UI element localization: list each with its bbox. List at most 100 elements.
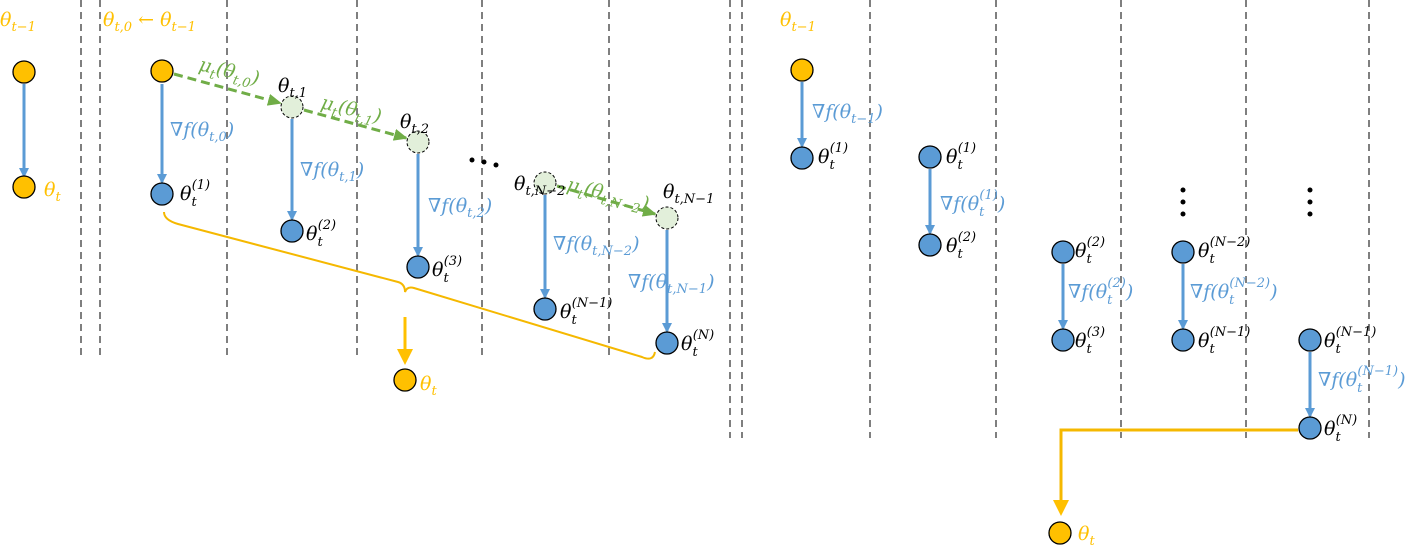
math-label: θt,N−2​ <box>514 173 565 199</box>
label-text: ← θ <box>132 9 172 31</box>
label-superscript: (N−2) <box>1229 276 1270 291</box>
label-text: ) <box>1125 281 1133 303</box>
label-subscript: t−1 <box>851 112 875 127</box>
label-subscript: t,N−2 <box>592 244 632 259</box>
math-label: ∇f(θt(1)​) <box>940 188 1005 220</box>
label-text: θ <box>514 173 526 195</box>
label-subscript: t <box>571 313 577 328</box>
label-text: θ <box>180 183 192 205</box>
math-label: θt(2)​ <box>946 230 976 262</box>
label-text: ) <box>875 101 883 123</box>
vertical-ellipsis-dot <box>1180 211 1186 217</box>
parameter-node <box>790 58 814 82</box>
label-superscript: (N−1) <box>1336 325 1377 340</box>
label-text: θ <box>420 373 432 395</box>
label-subscript: t <box>957 247 963 262</box>
parameter-node <box>150 59 174 83</box>
ellipsis-dot <box>481 159 487 165</box>
math-label: μt​(θt,0​) <box>196 54 262 94</box>
label-text: μ <box>319 92 336 116</box>
sum-brace <box>163 211 656 360</box>
worker-node <box>918 233 942 257</box>
label-text: ∇f(θ <box>300 159 340 181</box>
vertical-ellipsis-dot <box>1180 199 1186 205</box>
label-subscript: t <box>191 195 197 210</box>
math-label: θt(N−1)​ <box>1324 325 1376 357</box>
worker-node <box>790 146 814 170</box>
label-text: θ <box>44 179 56 201</box>
label-text: ) <box>997 193 1005 215</box>
label-text: θ <box>1324 418 1336 440</box>
parameter-node <box>12 60 36 84</box>
label-subscript: t <box>1335 342 1341 357</box>
worker-node <box>1298 328 1322 352</box>
label-subscript: t−1 <box>791 20 815 35</box>
math-label: θt,1​ <box>278 75 307 101</box>
math-label: ∇f(θt,1​) <box>300 159 364 185</box>
label-text: ∇f(θ <box>1190 281 1230 303</box>
label-subscript: t <box>1086 252 1092 267</box>
label-subscript: t,N−2 <box>525 184 565 199</box>
label-text: θ <box>780 9 792 31</box>
math-label: θt(N)​ <box>1324 413 1357 445</box>
label-subscript: t <box>1229 293 1235 308</box>
label-text: θ <box>818 146 830 168</box>
extrapolated-node <box>655 206 679 230</box>
label-text: θ <box>946 235 958 257</box>
math-label: θt​ <box>44 179 61 205</box>
label-superscript: (1) <box>958 141 976 156</box>
arrows <box>19 72 1315 516</box>
label-text: ∇f(θ <box>1068 281 1108 303</box>
worker-node <box>655 331 679 355</box>
label-subscript: t,0 <box>231 73 252 92</box>
math-label: μt​(θt,N−2​) <box>564 174 652 219</box>
label-superscript: (1) <box>979 188 997 203</box>
label-text: μ <box>565 174 582 198</box>
label-subscript: t,0 <box>209 130 227 145</box>
label-text: θ <box>306 223 318 245</box>
extrapolated-node <box>406 130 430 154</box>
label-subscript: t <box>692 345 698 360</box>
math-label: θt,N−1​ <box>663 181 714 207</box>
math-label: ∇f(θt(2)​) <box>1068 276 1133 308</box>
worker-node <box>1051 240 1075 264</box>
label-subscript: t,2 <box>467 206 485 221</box>
label-text: ) <box>226 119 234 141</box>
math-label: θt(3)​ <box>1075 325 1105 357</box>
label-superscript: (N) <box>1336 413 1358 428</box>
worker-node <box>1171 240 1195 264</box>
label-text: ∇f(θ <box>812 101 852 123</box>
label-text: θ <box>1198 240 1210 262</box>
math-label: θt(2)​ <box>306 218 336 250</box>
math-label: θt,2​ <box>400 111 429 137</box>
label-subscript: t,2 <box>411 122 429 137</box>
label-text: θ <box>432 259 444 281</box>
worker-node <box>150 182 174 206</box>
label-text: ) <box>1397 369 1405 391</box>
label-text: ) <box>484 195 492 217</box>
math-label: θt−1​ <box>780 9 816 35</box>
math-label: θt(N−2)​ <box>1198 235 1250 267</box>
math-label: θt(2)​ <box>1075 235 1105 267</box>
math-label: θt(1)​ <box>946 141 976 173</box>
label-superscript: (1) <box>192 178 210 193</box>
nodes <box>12 58 1322 545</box>
label-subscript: t <box>957 158 963 173</box>
labels: θt−1​θt​θt,0​ ← θt−1​μt​(θt,0​)∇f(θt,0​)… <box>0 9 1406 549</box>
math-label: θt​ <box>420 373 437 399</box>
math-label: θt(N)​ <box>681 328 714 360</box>
math-label: ∇f(θt(N−1)​) <box>1318 364 1406 396</box>
extrapolated-node <box>533 171 557 195</box>
label-subscript: t,1 <box>289 86 307 101</box>
label-text: ∇f(θ <box>428 195 468 217</box>
math-label: ∇f(θt−1​) <box>812 101 883 127</box>
label-text: ) <box>706 271 714 293</box>
parameter-node <box>393 368 417 392</box>
math-label: ∇f(θt(N−2)​) <box>1190 276 1278 308</box>
label-subscript: t,N−2 <box>599 193 641 217</box>
parameter-node <box>1048 521 1072 545</box>
worker-node <box>406 255 430 279</box>
math-label: θt,0​ ← θt−1​ <box>103 9 196 35</box>
